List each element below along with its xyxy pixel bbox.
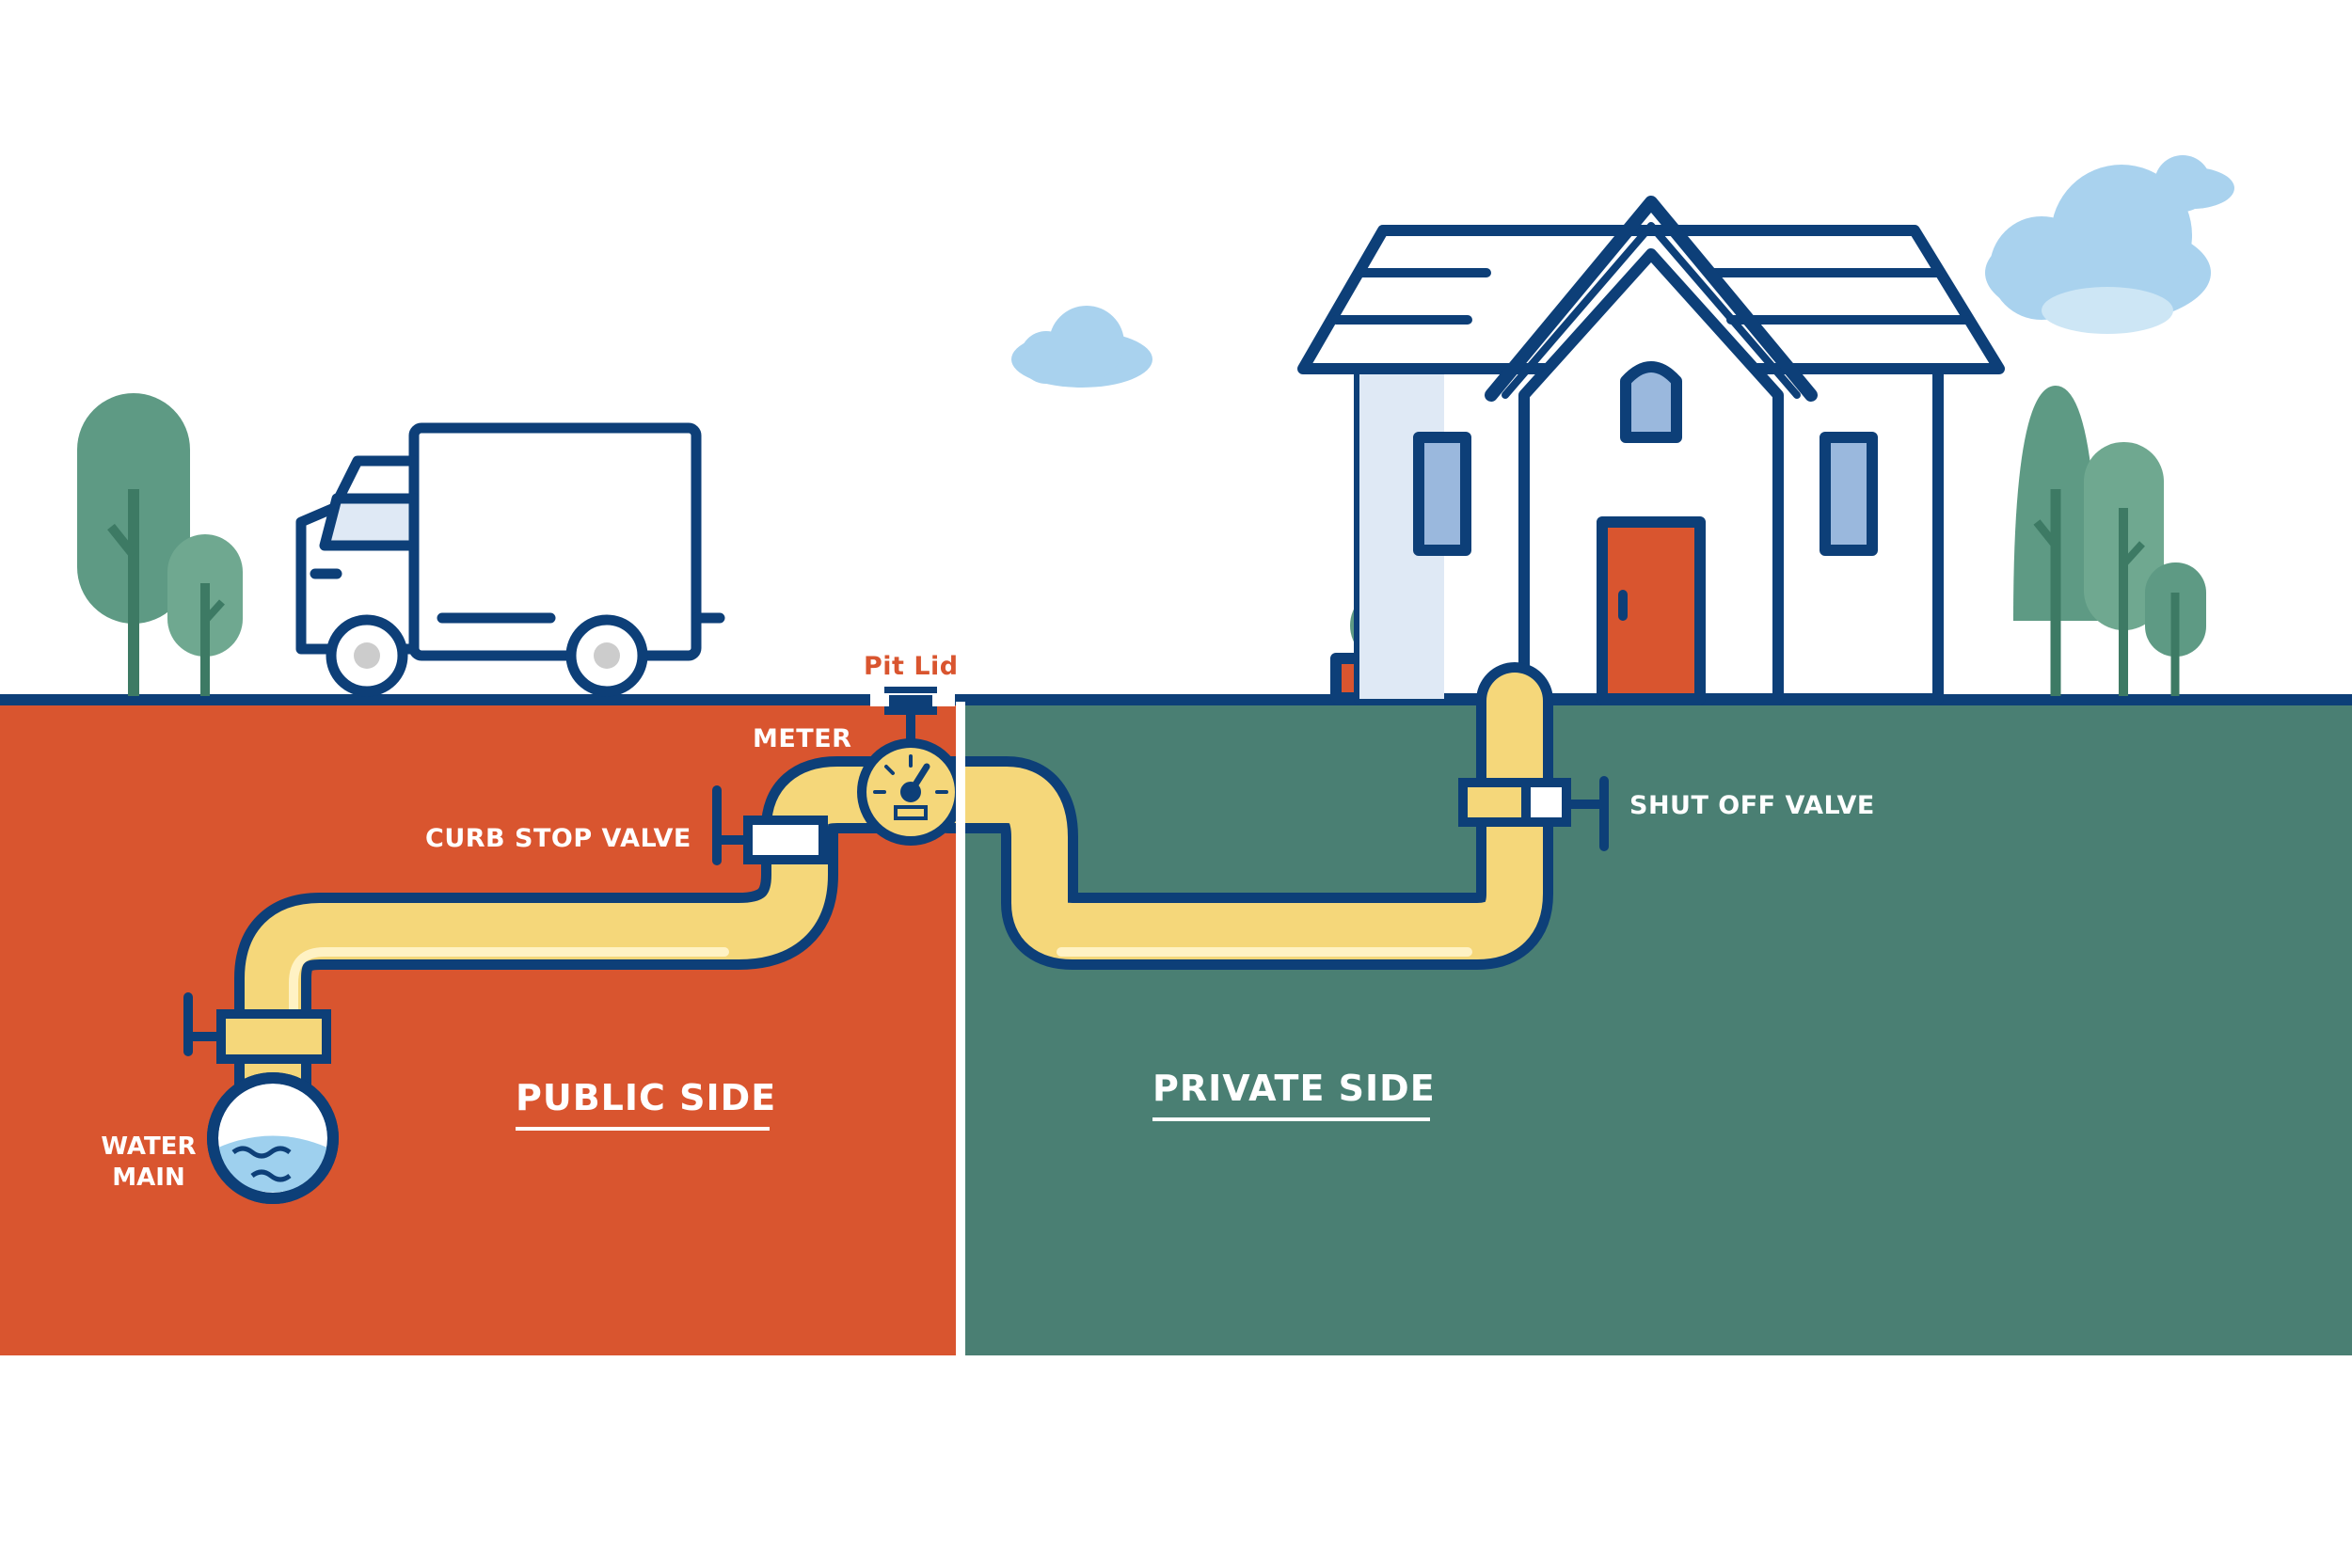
tree-icon bbox=[2013, 386, 2098, 696]
water-main-label: WATER MAIN bbox=[83, 1132, 215, 1193]
tree-icon bbox=[77, 393, 190, 696]
tree-icon bbox=[2145, 562, 2206, 696]
water-main-icon bbox=[207, 1072, 339, 1204]
curb-stop-valve-label: CURB STOP VALVE bbox=[425, 824, 691, 853]
curb-stop-valve-icon bbox=[712, 785, 828, 865]
side-divider bbox=[956, 702, 965, 1355]
meter-label: METER bbox=[753, 724, 852, 753]
truck-icon bbox=[295, 422, 725, 697]
cloud-icon bbox=[2042, 287, 2173, 334]
private-pipe bbox=[912, 662, 1553, 970]
house-icon bbox=[1297, 196, 2005, 705]
tree-icon bbox=[167, 534, 243, 696]
private-side-label: PRIVATE SIDE bbox=[1152, 1070, 1435, 1121]
shut-off-valve-icon bbox=[1458, 776, 1609, 851]
valve-icon bbox=[183, 992, 331, 1064]
public-pipe bbox=[234, 756, 914, 1167]
cloud-icon bbox=[1011, 306, 1152, 388]
shut-off-valve-label: SHUT OFF VALVE bbox=[1629, 791, 1875, 820]
public-side-label: PUBLIC SIDE bbox=[516, 1080, 775, 1131]
water-main-label-line1: WATER bbox=[101, 1132, 197, 1161]
tree-icon bbox=[2084, 442, 2164, 696]
pit-lid-label: Pit Lid bbox=[864, 652, 959, 681]
water-main-label-line2: MAIN bbox=[112, 1163, 185, 1192]
private-side-ground bbox=[965, 702, 2352, 1355]
